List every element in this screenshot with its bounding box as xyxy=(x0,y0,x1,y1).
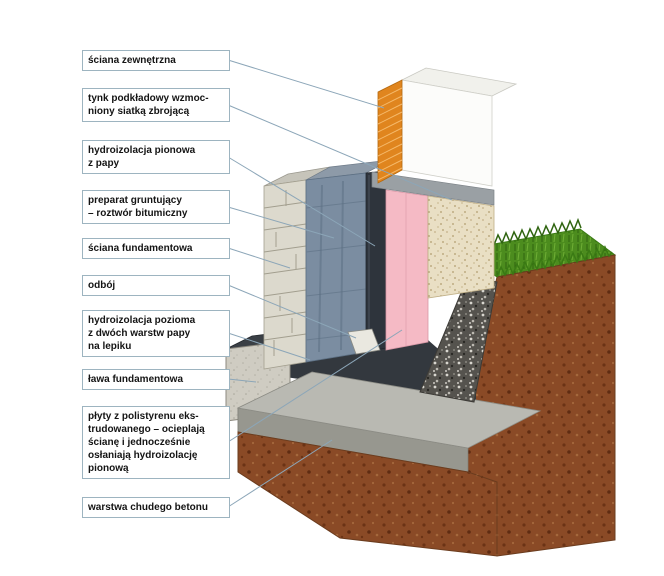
label-lawa-fundamentowa: ława fundamentowa xyxy=(82,369,230,390)
label-sciana-fundamentowa: ściana fundamentowa xyxy=(82,238,230,259)
leader-line-2 xyxy=(227,104,453,201)
leader-line-3 xyxy=(227,156,376,247)
leader-line-4 xyxy=(227,206,335,239)
label-preparat-gruntujacy: preparat gruntujący – roztwór bitumiczny xyxy=(82,190,230,224)
label-sciana-zewnetrzna: ściana zewnętrzna xyxy=(82,50,230,71)
label-hydroizolacja-pionowa: hydroizolacja pionowa z papy xyxy=(82,140,230,174)
grass-tufts-front xyxy=(496,245,613,278)
leader-line-7 xyxy=(227,332,311,361)
primer-streaks xyxy=(318,180,344,353)
leader-line-10 xyxy=(227,439,333,508)
leader-line-1 xyxy=(227,59,385,109)
leader-line-8 xyxy=(227,378,257,383)
label-hydroizolacja-pozioma: hydroizolacja pozioma z dwóch warstw pap… xyxy=(82,310,230,357)
leader-line-9 xyxy=(227,329,403,443)
primed-wall-joints xyxy=(305,200,367,341)
label-odboj: odbój xyxy=(82,275,230,296)
foundation-blocks-face xyxy=(263,179,307,370)
external-wall-brick-face xyxy=(377,79,403,184)
soil-front-face xyxy=(237,431,498,557)
deflector-wedge xyxy=(347,328,381,355)
leader-line-5 xyxy=(227,247,291,269)
label-tynk-podkladowy: tynk podkładowy wzmoc- niony siatką zbro… xyxy=(82,88,230,122)
leader-line-6 xyxy=(227,284,357,339)
label-plyty-polistyren: płyty z polistyrenu eks- trudowanego – o… xyxy=(82,406,230,479)
external-wall-white-face xyxy=(401,79,493,187)
label-warstwa-chudego-betonu: warstwa chudego betonu xyxy=(82,497,230,518)
block-joints xyxy=(263,190,307,356)
base-plaster-face xyxy=(427,195,495,299)
leader-lines xyxy=(227,59,453,508)
xps-panel-face xyxy=(385,189,429,351)
plinth-cap-band xyxy=(371,171,495,206)
